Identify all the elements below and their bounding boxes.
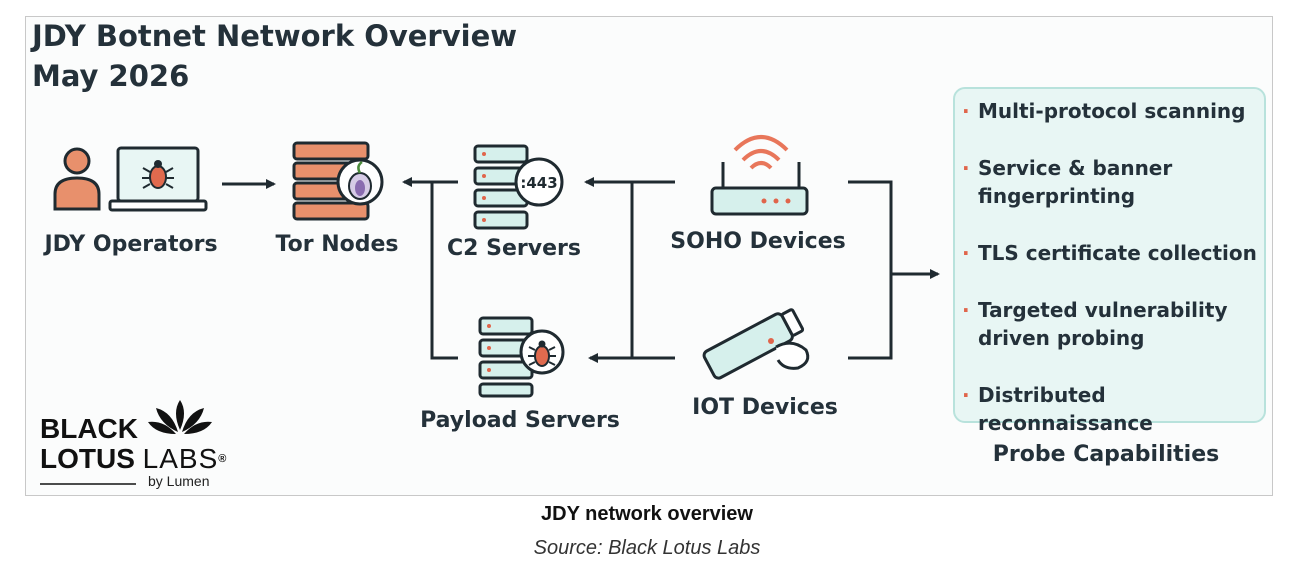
c2-port-label: :443 [520, 174, 557, 192]
capabilities-title: Probe Capabilities [992, 442, 1220, 467]
iot-device-icon [702, 308, 810, 380]
capability-item: Targeted vulnerability [962, 296, 1228, 324]
logo-labs: LABS [142, 443, 219, 474]
router-icon [710, 135, 809, 216]
capability-item: TLS certificate collection [962, 239, 1257, 267]
logo-black: BLACK [40, 413, 138, 444]
laptop-bug-icon [108, 146, 208, 212]
capability-item: Service & banner [962, 154, 1172, 182]
iot-devices-label: IOT Devices [692, 395, 838, 420]
tor-server-icon [292, 141, 384, 221]
capability-text: fingerprinting [978, 184, 1136, 208]
logo-byline: by Lumen [148, 473, 210, 489]
soho-devices-label: SOHO Devices [670, 229, 846, 254]
capability-text: driven probing [978, 326, 1145, 350]
c2-servers-label: C2 Servers [447, 236, 581, 261]
figure-source: Source: Black Lotus Labs [533, 537, 761, 559]
lotus-logo-icon [148, 400, 212, 434]
capability-item: Multi-protocol scanning [962, 97, 1245, 125]
diagram-date: May 2026 [32, 59, 190, 93]
logo-registered: ® [218, 453, 227, 465]
capability-item-continued: fingerprinting [978, 182, 1135, 210]
figure-caption: JDY network overview [541, 503, 753, 525]
logo-lotus-labs: LOTUS LABS® [40, 444, 226, 474]
capabilities-panel: Multi-protocol scanning Service & banner… [953, 87, 1266, 435]
capability-item-continued: driven probing [978, 324, 1144, 352]
payload-server-icon [478, 316, 565, 398]
operator-person-icon [53, 147, 101, 211]
payload-servers-label: Payload Servers [420, 408, 620, 433]
tor-nodes-label: Tor Nodes [275, 232, 399, 257]
c2-server-icon [473, 144, 564, 230]
capability-item: Distributed reconnaissance [962, 381, 1264, 437]
diagram-title: JDY Botnet Network Overview [32, 19, 518, 53]
operators-label: JDY Operators [44, 232, 218, 257]
logo-lotus: LOTUS [40, 443, 135, 474]
